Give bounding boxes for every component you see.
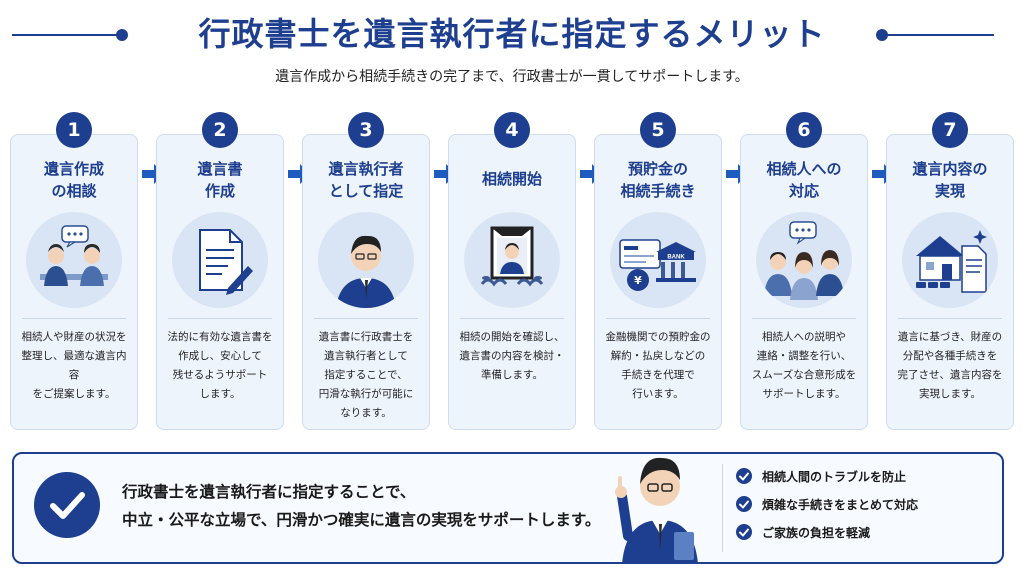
title-decoration-right	[884, 34, 994, 36]
step-number: 5	[640, 112, 676, 148]
check-icon	[736, 524, 752, 540]
house-document-icon	[902, 212, 998, 308]
summary-text: 行政書士を遺言執行者に指定することで、 中立・公平な立場で、円滑かつ確実に遺言の…	[122, 478, 622, 534]
step-description: 相続人や財産の状況を 整理し、最適な遺言内容 をご提案します。	[21, 331, 127, 400]
step-title: 相続人への 対応	[766, 160, 842, 200]
step-number: 7	[932, 112, 968, 148]
step-title: 相続開始	[481, 170, 542, 188]
family-icon	[756, 212, 852, 308]
summary-line-2: 中立・公平な立場で、円滑かつ確実に遺言の実現をサポートします。	[122, 511, 601, 529]
step-description: 法的に有効な遺言書を 作成し、安心して 残せるようサポート します。	[167, 331, 273, 400]
title-decoration-left	[12, 34, 120, 36]
businessman-icon	[318, 212, 414, 308]
consultation-icon	[26, 212, 122, 308]
page-subtitle: 遺言作成から相続手続きの完了まで、行政書士が一貫してサポートします。	[275, 69, 749, 85]
advisor-illustration	[604, 428, 714, 564]
check-circle-icon	[34, 472, 100, 538]
step-description: 金融機関での預貯金の 解約・払戻しなどの 手続きを代理で 行います。	[605, 331, 711, 400]
summary-panel: 行政書士を遺言執行者に指定することで、 中立・公平な立場で、円滑かつ確実に遺言の…	[12, 452, 1004, 564]
benefit-label: ご家族の負担を軽減	[762, 525, 871, 540]
step-divider	[460, 318, 564, 319]
step-divider	[752, 318, 856, 319]
summary-line-1: 行政書士を遺言執行者に指定することで、	[122, 483, 416, 501]
memorial-portrait-icon	[464, 212, 560, 308]
step-divider	[606, 318, 710, 319]
step-divider	[314, 318, 418, 319]
step-title: 預貯金の 相続手続き	[620, 160, 696, 200]
summary-divider	[722, 464, 723, 552]
page-title: 行政書士を遺言執行者に指定するメリット	[198, 15, 826, 53]
step-number: 6	[786, 112, 822, 148]
step-4: 4 相続開始 相続の開始を確認し、 遺言書の内容を検討・ 準備します。	[448, 112, 576, 434]
step-number: 3	[348, 112, 384, 148]
step-title: 遺言書 作成	[197, 160, 243, 200]
step-3: 3 遺言執行者 として指定 遺言書に行政書士を 遺言執行者として 指定することで…	[302, 112, 430, 434]
step-divider	[898, 318, 1002, 319]
step-divider	[168, 318, 272, 319]
step-title: 遺言執行者 として指定	[328, 160, 404, 200]
svg-text:¥: ¥	[634, 274, 642, 287]
step-description: 遺言書に行政書士を 遺言執行者として 指定することで、 円滑な執行が可能に なり…	[318, 331, 414, 419]
check-icon	[736, 496, 752, 512]
title-dot-left	[116, 29, 128, 41]
step-1: 1 遺言作成 の相談 相続人や財産の状況を 整理し、最適な遺言内容 をご提案しま…	[10, 112, 138, 434]
step-title: 遺言作成 の相談	[43, 160, 104, 200]
benefit-list: 相続人間のトラブルを防止 煩雑な手続きをまとめて対応 ご家族の負担を軽減	[736, 462, 996, 546]
step-number: 1	[56, 112, 92, 148]
step-5: 5 預貯金の 相続手続き BANK ¥ 金融機関での預貯金の 解約・払戻しなどの…	[594, 112, 722, 434]
step-number: 2	[202, 112, 238, 148]
svg-text:BANK: BANK	[667, 255, 685, 261]
step-description: 相続の開始を確認し、 遺言書の内容を検討・ 準備します。	[459, 331, 565, 381]
check-icon	[736, 468, 752, 484]
bank-icon: BANK ¥	[610, 212, 706, 308]
benefit-label: 煩雑な手続きをまとめて対応	[762, 497, 919, 512]
step-number: 4	[494, 112, 530, 148]
document-pen-icon	[172, 212, 268, 308]
benefit-item: ご家族の負担を軽減	[736, 518, 996, 546]
benefit-item: 相続人間のトラブルを防止	[736, 462, 996, 490]
step-6: 6 相続人への 対応 相続人への説明や 連絡・調整を行い、 スムーズな合意形成を…	[740, 112, 868, 434]
step-divider	[22, 318, 126, 319]
step-2: 2 遺言書 作成 法的に有効な遺言書を 作成し、安心して 残せるようサポート し…	[156, 112, 284, 434]
title-dot-right	[876, 29, 888, 41]
step-description: 遺言に基づき、財産の 分配や各種手続きを 完了させ、遺言内容を 実現します。	[897, 331, 1003, 400]
step-7: 7 遺言内容の 実現 遺言に基づき、財産の 分配や各種手続きを 完了させ、遺言内…	[886, 112, 1014, 434]
title-row: 行政書士を遺言執行者に指定するメリット	[0, 12, 1024, 56]
benefit-label: 相続人間のトラブルを防止	[762, 469, 907, 484]
step-title: 遺言内容の 実現	[912, 160, 988, 200]
steps-flow: 1 遺言作成 の相談 相続人や財産の状況を 整理し、最適な遺言内容 をご提案しま…	[10, 112, 1014, 434]
benefit-item: 煩雑な手続きをまとめて対応	[736, 490, 996, 518]
step-description: 相続人への説明や 連絡・調整を行い、 スムーズな合意形成を サポートします。	[751, 331, 857, 400]
